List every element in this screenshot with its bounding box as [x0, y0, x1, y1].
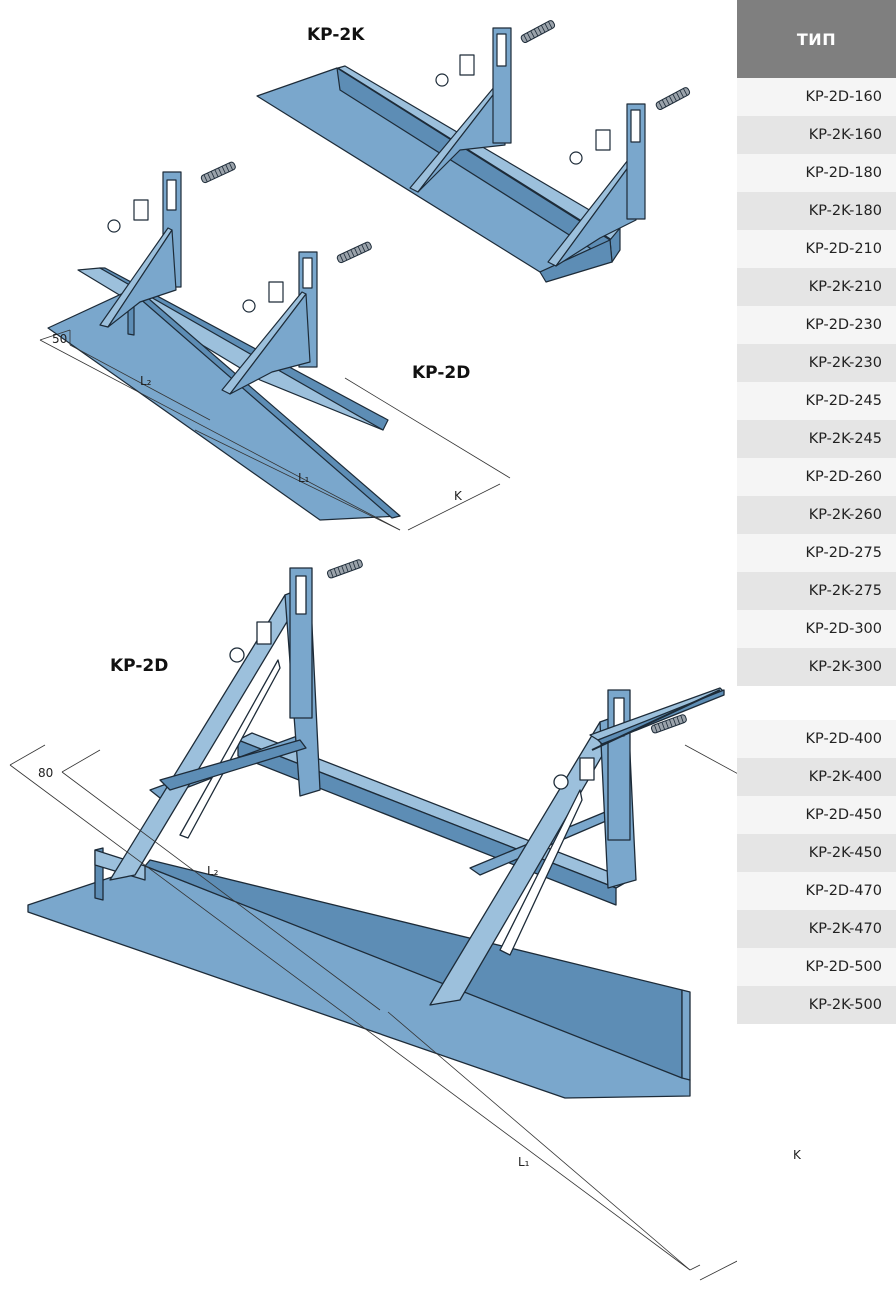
type-row: KP-2K-300	[737, 648, 896, 686]
dim-bottom-l1: L₁	[518, 1155, 530, 1169]
type-row: KP-2D-400	[737, 720, 896, 758]
label-kp-2d-bottom: KP-2D	[110, 656, 168, 676]
type-row: KP-2D-210	[737, 230, 896, 268]
type-row: KP-2D-260	[737, 458, 896, 496]
type-row: KP-2K-160	[737, 116, 896, 154]
dim-middle-k: K	[454, 489, 463, 503]
kp-2k-assembly	[256, 18, 692, 283]
type-row: KP-2D-160	[737, 78, 896, 116]
kp-2d-small-assembly	[47, 160, 401, 521]
type-row: KP-2K-500	[737, 986, 896, 1024]
type-row: KP-2K-210	[737, 268, 896, 306]
type-row: KP-2D-450	[737, 796, 896, 834]
dim-middle-offset: 50	[52, 332, 67, 346]
type-row: KP-2D-500	[737, 948, 896, 986]
dim-bottom-l2: L₂	[207, 864, 219, 878]
type-row: KP-2K-245	[737, 420, 896, 458]
type-row: KP-2K-400	[737, 758, 896, 796]
type-row: KP-2D-230	[737, 306, 896, 344]
kp-2d-small-dimensions	[39, 329, 511, 531]
type-row: KP-2K-275	[737, 572, 896, 610]
type-row: KP-2K-450	[737, 834, 896, 872]
label-kp-2k: KP-2K	[307, 25, 365, 45]
kp-2d-large-assembly	[27, 558, 725, 1099]
bracket-drawing: 50 L₂ L₁ K	[9, 18, 737, 1281]
label-kp-2d-middle: KP-2D	[412, 363, 470, 383]
type-row: KP-2D-180	[737, 154, 896, 192]
dim-middle-l2: L₂	[140, 374, 152, 388]
type-row: KP-2D-300	[737, 610, 896, 648]
type-row: KP-2D-245	[737, 382, 896, 420]
type-row: KP-2K-180	[737, 192, 896, 230]
type-row: KP-2D-275	[737, 534, 896, 572]
dim-bottom-offset: 80	[38, 766, 53, 780]
type-table-gap	[737, 686, 896, 720]
type-row: KP-2K-260	[737, 496, 896, 534]
dim-middle-l1: L₁	[298, 471, 310, 485]
kp-2d-large-dimensions	[9, 744, 737, 1281]
dim-bottom-k: K	[793, 1148, 801, 1162]
type-row: KP-2K-470	[737, 910, 896, 948]
type-table-header: ТИП	[737, 0, 896, 78]
type-row: KP-2D-470	[737, 872, 896, 910]
type-row: KP-2K-230	[737, 344, 896, 382]
